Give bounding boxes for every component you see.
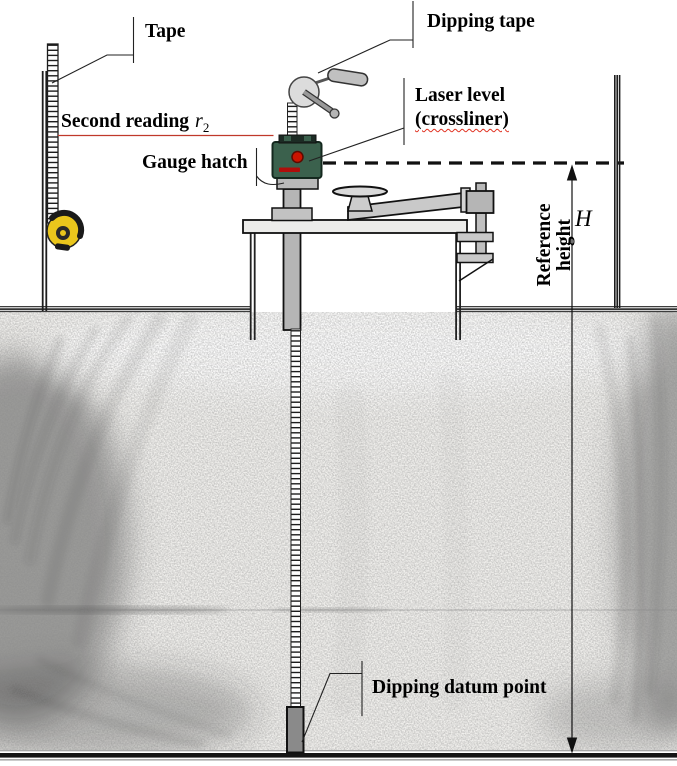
reference-height-label: Reference height [534,195,577,295]
dipping-tape-lower [290,328,301,709]
crank-knob [329,108,340,119]
dipping-tape-label: Dipping tape [427,11,535,32]
dipping-datum-point-label: Dipping datum point [372,677,547,698]
gauge-hatch-leader-line [256,175,285,186]
datum-weight [286,706,305,754]
platform-deck [242,219,468,234]
laser-lens [291,150,304,164]
tank-bottom-line [0,750,677,761]
reference-height-line2: height [554,219,575,272]
laser-level-handle [278,134,317,144]
reference-height-line1: Reference [534,203,555,287]
second-reading-symbol: r2 [195,110,210,135]
tank-roof-line [0,306,677,313]
graduated-tape-strip [46,43,59,224]
reel-handle [327,68,369,87]
dipping-tape-leader-line [317,39,413,74]
callout-leaders [51,1,414,743]
laser-level-leader-line [308,127,405,162]
left-support-pole [41,71,48,311]
tape-leader-line [51,54,134,84]
clamp-bracket [456,182,495,282]
reference-height-arrow [566,164,578,754]
dipping-tape-reel [287,68,369,139]
second-reading-text: Second reading [61,111,190,132]
laser-level-device [271,134,323,190]
laser-level-label-line1: Laser level [415,85,506,106]
valve-stem [347,195,373,212]
reference-height-symbol: H [575,206,592,231]
laser-level-label-line2: (crossliner) [415,109,509,130]
platform-legs [249,233,461,340]
datum-leader-line [301,672,362,743]
laser-brand-marking [279,167,300,172]
tank-interior-texture [0,312,677,750]
pipe-flange [271,207,313,222]
right-gauge-pole [614,75,621,308]
tape-label: Tape [145,21,186,42]
gauge-hatch-label: Gauge hatch [142,152,248,173]
tape-measure-body [46,209,85,251]
dipping-tape-upper [287,102,298,139]
valve-handwheel [332,185,388,198]
laser-level-label: Laser level (crossliner) [415,84,509,132]
